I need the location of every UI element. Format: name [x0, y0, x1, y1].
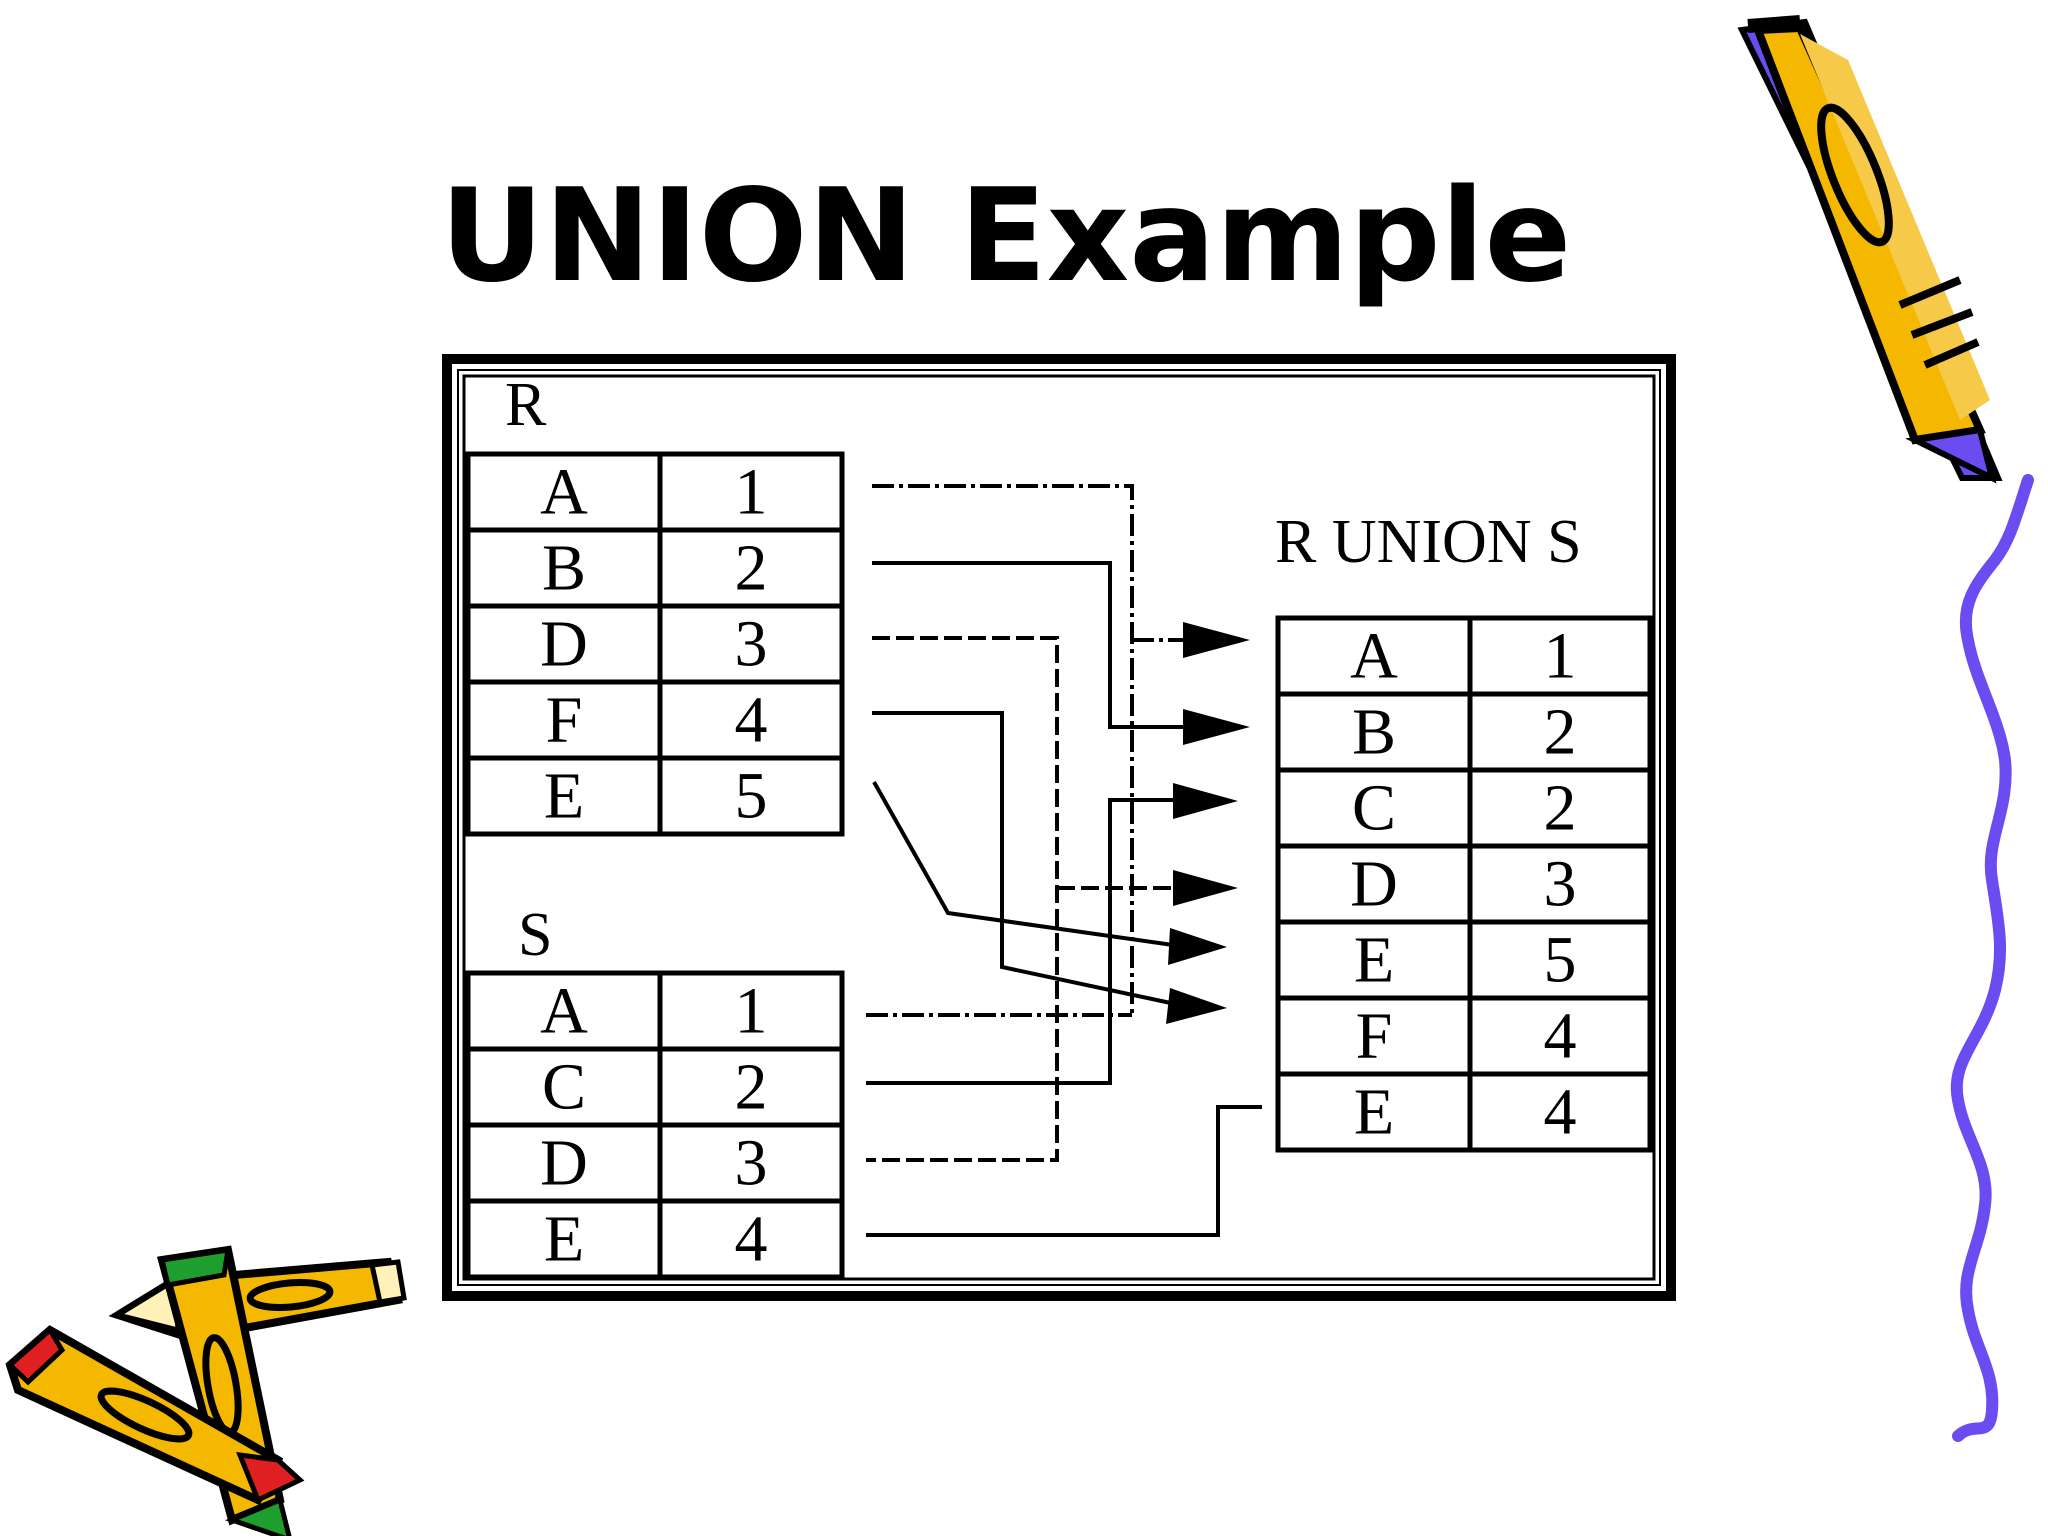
arrowhead-u-b	[1183, 709, 1250, 745]
relation-r-key: E	[544, 759, 584, 832]
result-key: F	[1356, 999, 1393, 1072]
result-key: C	[1352, 771, 1396, 844]
result-key: E	[1354, 1075, 1394, 1148]
connector-r-d	[866, 636, 1059, 1162]
slide-title: UNION Example	[440, 162, 1571, 311]
relation-s-label: S	[518, 901, 552, 969]
relation-r-value: 1	[735, 455, 768, 528]
connector-r-e	[872, 781, 1181, 948]
relation-s-table: A 1C 2D 3E 4	[465, 970, 845, 1280]
relation-s-value: 3	[735, 1126, 768, 1199]
arrowhead-u-f	[1166, 988, 1227, 1024]
result-value: 5	[1544, 923, 1577, 996]
result-value: 4	[1544, 1075, 1577, 1148]
pencils-bottom-left-icon	[5, 1245, 407, 1536]
relation-s-key: C	[542, 1050, 586, 1123]
connector-r-a	[872, 484, 1134, 1015]
relation-r-label: R	[505, 371, 547, 439]
relation-s-key: E	[544, 1202, 584, 1275]
result-key: E	[1354, 923, 1394, 996]
relation-r-value: 4	[735, 683, 768, 756]
diagram-frame	[442, 354, 1676, 1301]
relation-r-key: B	[542, 531, 586, 604]
connector-s-e	[866, 1105, 1262, 1237]
arrowhead-u-d	[1173, 870, 1238, 906]
squiggle-decoration	[1950, 474, 2034, 1442]
relation-s-value: 2	[735, 1050, 768, 1123]
connector-lines	[866, 484, 1262, 1237]
pencil-top-right-icon	[1737, 15, 2003, 484]
relation-s-key: D	[540, 1126, 588, 1199]
relation-r-value: 5	[735, 759, 768, 832]
relation-r-cell	[657, 755, 845, 837]
result-key: D	[1350, 847, 1398, 920]
arrowheads	[1166, 622, 1250, 1024]
relation-r-table: A 1B 2D 3F 4E 5	[465, 451, 845, 837]
connector-r-b	[872, 561, 1190, 729]
arrowhead-u-a	[1183, 622, 1250, 658]
relation-r-key: F	[546, 683, 583, 756]
result-value: 1	[1544, 619, 1577, 692]
relation-s-value: 4	[735, 1202, 768, 1275]
result-cell	[1467, 1071, 1653, 1153]
relation-r-value: 2	[735, 531, 768, 604]
arrowhead-u-e	[1168, 928, 1227, 965]
relation-r-value: 3	[735, 607, 768, 680]
relation-s-value: 1	[735, 974, 768, 1047]
connector-r-f	[872, 711, 1181, 1007]
relation-s-cell	[657, 1198, 845, 1280]
result-value: 3	[1544, 847, 1577, 920]
relation-s-key: A	[540, 974, 588, 1047]
result-key: B	[1352, 695, 1396, 768]
relation-r-key: D	[540, 607, 588, 680]
result-value: 2	[1544, 695, 1577, 768]
result-value: 4	[1544, 999, 1577, 1072]
result-value: 2	[1544, 771, 1577, 844]
result-label: R UNION S	[1275, 508, 1582, 576]
arrowhead-u-c	[1173, 783, 1238, 819]
relation-r-key: A	[540, 455, 588, 528]
connector-s-c	[866, 798, 1180, 1085]
result-key: A	[1350, 619, 1398, 692]
